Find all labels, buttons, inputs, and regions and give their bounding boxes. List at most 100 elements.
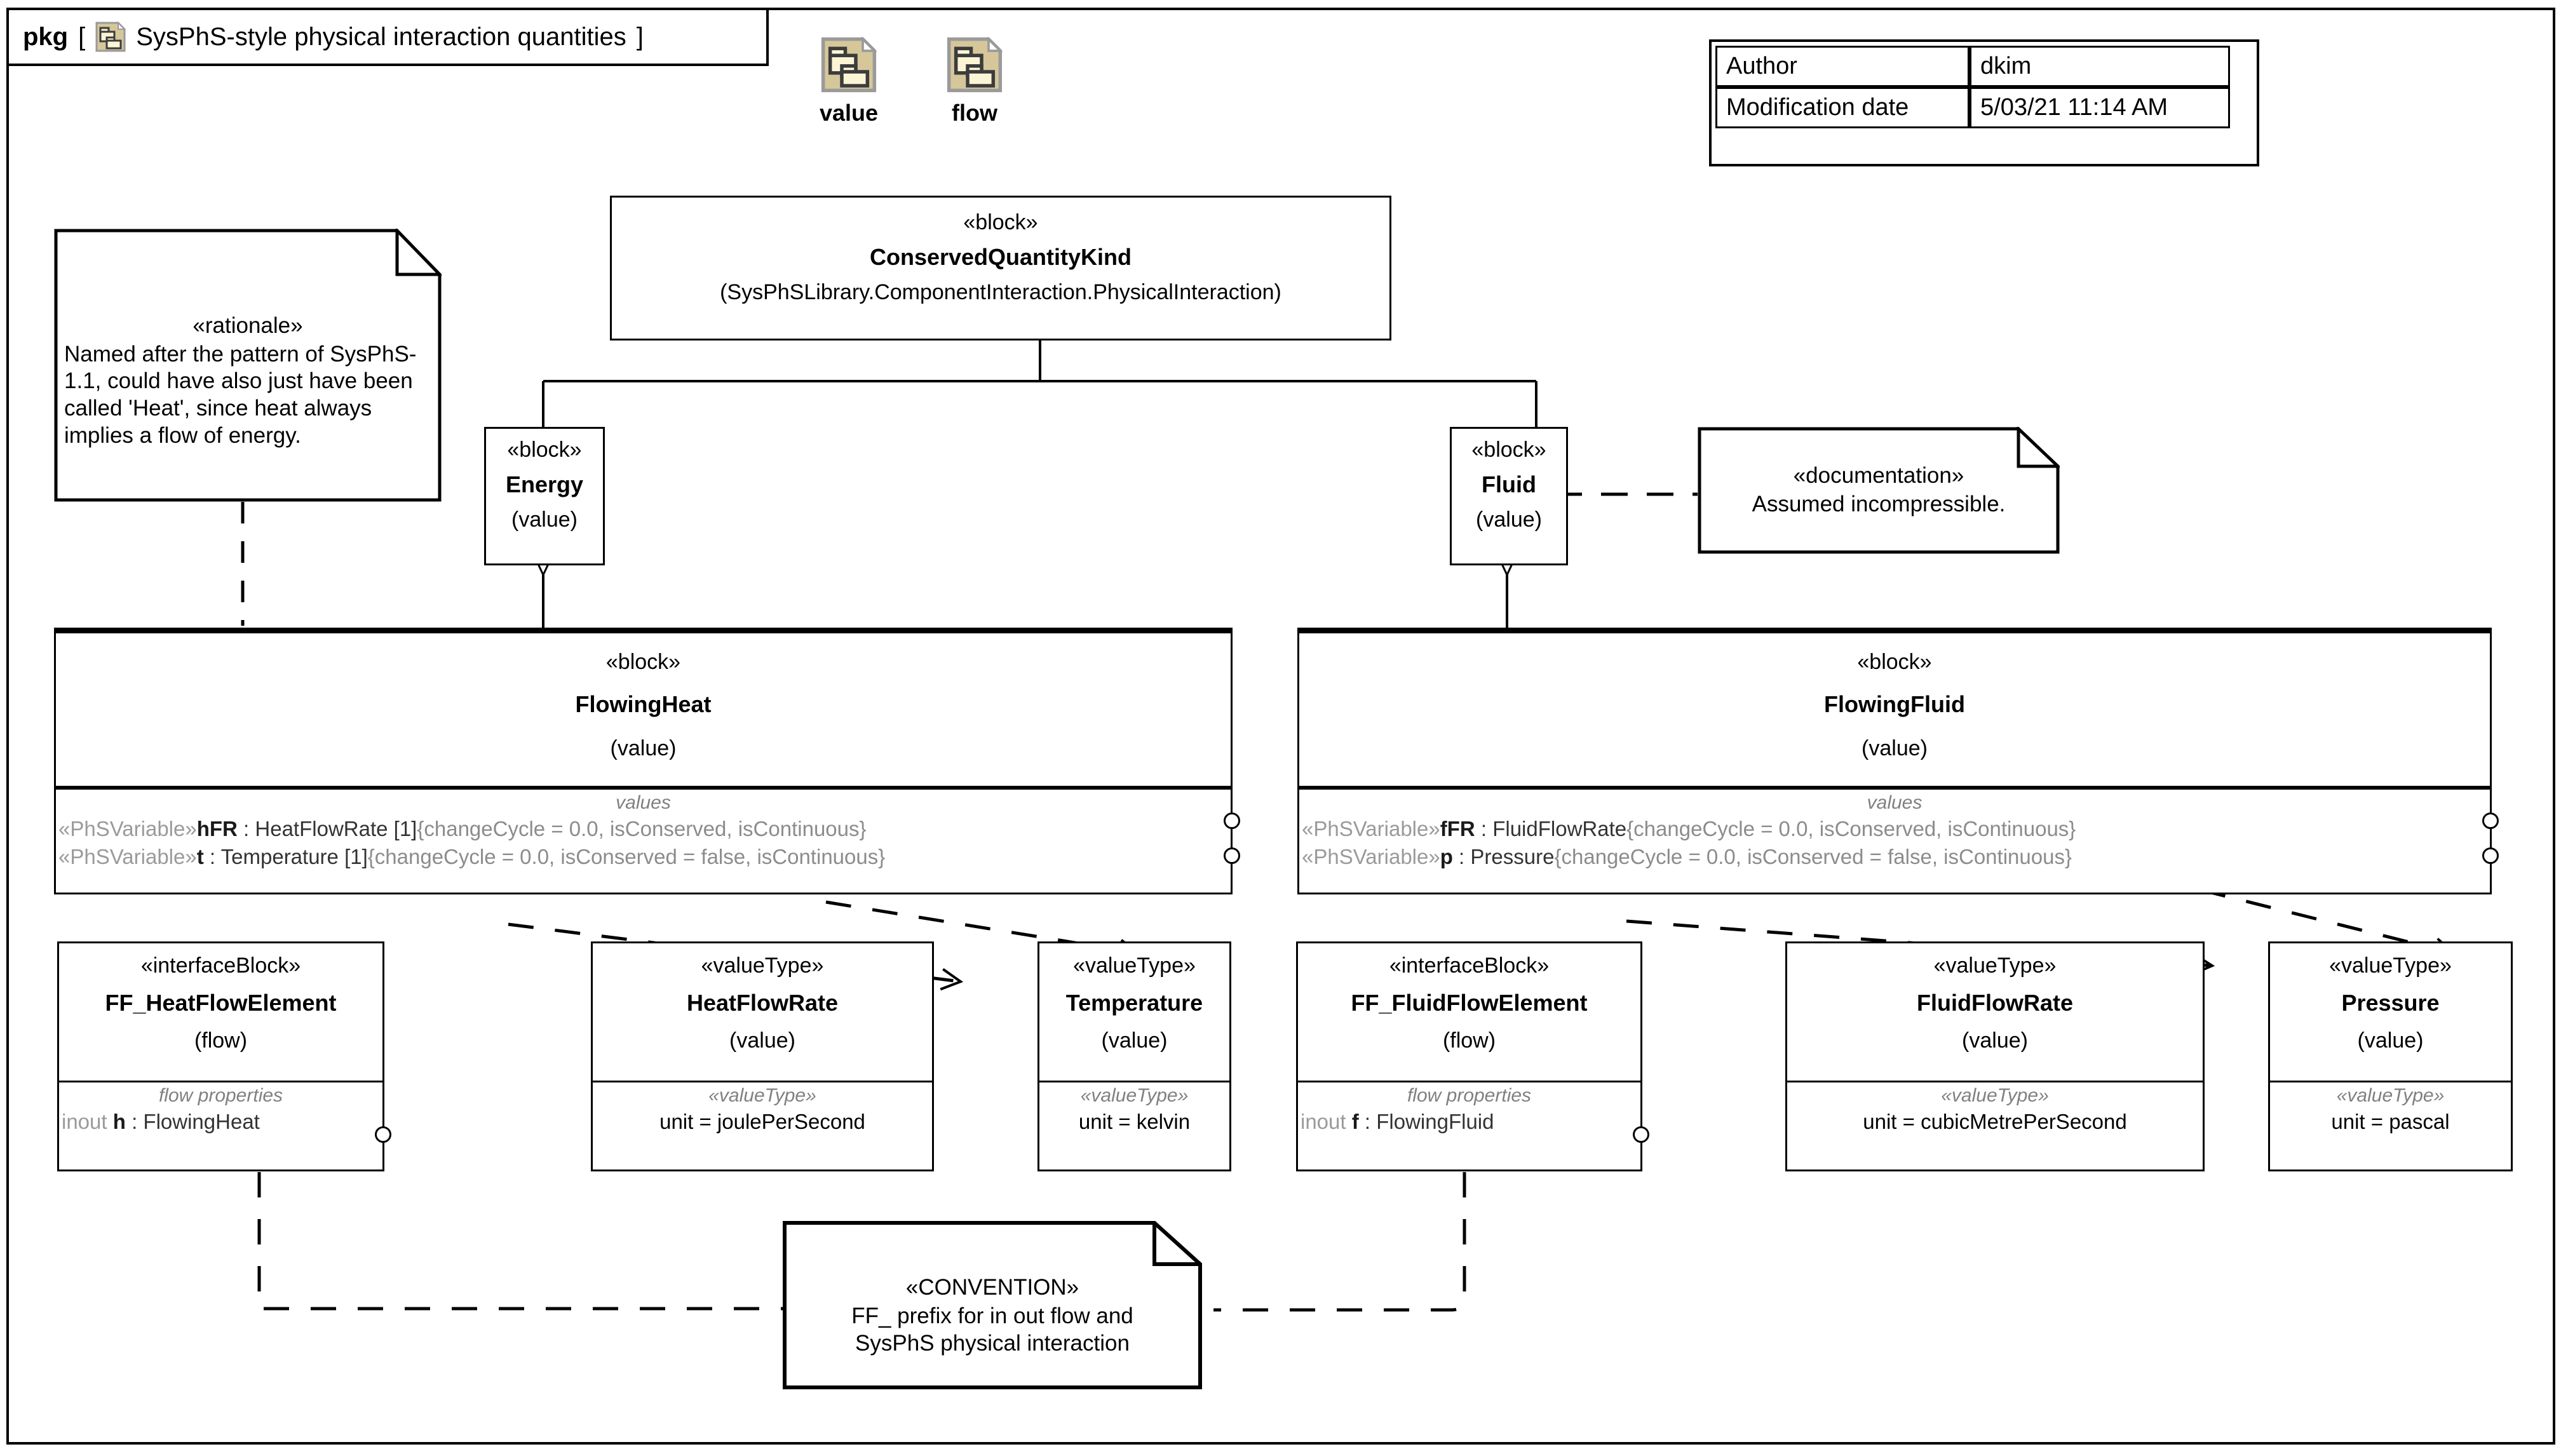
block-qualified-name: (value) [1101, 1028, 1168, 1053]
value-property-p[interactable]: «PhSVariable»p : Pressure{changeCycle = … [1299, 843, 2490, 871]
value-property-t[interactable]: «PhSVariable»t : Temperature [1]{changeC… [56, 843, 1231, 871]
block-name: ConservedQuantityKind [869, 243, 1132, 270]
flow-property-port-icon [1633, 1126, 1649, 1143]
table-row: Modification date 5/03/21 11:14 AM [1715, 87, 2253, 128]
block-flowing-fluid[interactable]: «block» FlowingFluid (value) values «PhS… [1297, 628, 2499, 894]
value-type-pressure[interactable]: «valueType» Pressure (value) «valueType»… [2268, 941, 2513, 1171]
property-separator: : [1452, 844, 1471, 868]
block-header: «block» Fluid (value) [1452, 429, 1566, 541]
unit-value: unit = kelvin [1078, 1110, 1191, 1133]
value-type-temperature[interactable]: «valueType» Temperature (value) «valueTy… [1037, 941, 1231, 1171]
flow-property-h[interactable]: inout h : FlowingHeat [59, 1108, 382, 1136]
legend-item-value: value [820, 36, 879, 126]
legend-item-flow: flow [947, 36, 1003, 126]
flow-property-direction: inout [1301, 1110, 1352, 1133]
value-property-hfr[interactable]: «PhSVariable»hFR : HeatFlowRate [1]{chan… [56, 815, 1231, 843]
flow-property-type: FlowingFluid [1376, 1110, 1494, 1133]
block-stereotype: «interfaceBlock» [1389, 954, 1550, 978]
rationale-note-text: Named after the pattern of SysPhS-1.1, c… [64, 341, 417, 448]
property-type: Temperature [220, 844, 339, 868]
value-type-fluid-flow-rate[interactable]: «valueType» FluidFlowRate (value) «value… [1785, 941, 2205, 1171]
documentation-note-text: Assumed incompressible. [1752, 491, 2006, 516]
block-stereotype: «valueType» [1933, 954, 2057, 978]
documentation-note: «documentation» Assumed incompressible. [1698, 427, 2060, 554]
rationale-note: «rationale» Named after the pattern of S… [54, 229, 442, 502]
flow-property-separator: : [125, 1110, 144, 1133]
compartment-title: values [1867, 792, 1923, 813]
property-constraints: {changeCycle = 0.0, isConserved = false,… [1554, 844, 2072, 868]
property-multiplicity: [1] [388, 817, 417, 840]
block-energy[interactable]: «block» Energy (value) [484, 427, 605, 565]
block-ff-fluid-flow-element[interactable]: «interfaceBlock» FF_FluidFlowElement (fl… [1296, 941, 1649, 1171]
block-qualified-name: (flow) [1442, 1028, 1496, 1053]
block-name: FluidFlowRate [1917, 989, 2073, 1016]
package-icon [821, 36, 877, 96]
property-separator: : [203, 844, 221, 868]
rationale-note-stereotype: «rationale» [193, 313, 303, 338]
block-qualified-name: (flow) [194, 1028, 248, 1053]
block-name: FF_HeatFlowElement [105, 989, 337, 1016]
rationale-note-content: «rationale» Named after the pattern of S… [54, 229, 442, 502]
metadata-value-author: dkim [1970, 46, 2230, 87]
property-constraints: {changeCycle = 0.0, isConserved = false,… [367, 844, 886, 868]
legend-label-value: value [820, 100, 879, 126]
block-header: «block» ConservedQuantityKind (SysPhSLib… [612, 198, 1389, 314]
block-stereotype: «block» [963, 210, 1038, 234]
compartment-title: «valueType» [2336, 1085, 2445, 1106]
property-name: hFR [196, 817, 238, 840]
property-name: p [1440, 844, 1453, 868]
block-conserved-quantity-kind[interactable]: «block» ConservedQuantityKind (SysPhSLib… [610, 196, 1391, 340]
bracket-close: ] [636, 22, 644, 51]
block-header: «valueType» Pressure (value) [2270, 943, 2511, 1081]
compartment-title: flow properties [158, 1085, 283, 1106]
bracket-open: [ [78, 22, 86, 51]
property-separator: : [237, 817, 255, 840]
block-flowing-heat[interactable]: «block» FlowingHeat (value) values «PhSV… [54, 628, 1240, 894]
legend-label-flow: flow [952, 100, 997, 126]
block-qualified-name: (value) [729, 1028, 795, 1053]
package-icon [95, 21, 126, 52]
value-property-ffr[interactable]: «PhSVariable»fFR : FluidFlowRate{changeC… [1299, 815, 2490, 843]
block-stereotype: «valueType» [701, 954, 824, 978]
convention-note-line-1: FF_ prefix for in out flow and [851, 1303, 1133, 1328]
value-type-heat-flow-rate[interactable]: «valueType» HeatFlowRate (value) «valueT… [591, 941, 934, 1171]
package-kind-label: pkg [23, 22, 69, 51]
block-stereotype: «valueType» [1073, 954, 1196, 978]
property-port-icon [1224, 847, 1240, 864]
flow-property-name: f [1351, 1110, 1359, 1133]
property-port-icon [2482, 847, 2499, 864]
unit-value: unit = joulePerSecond [659, 1110, 865, 1133]
convention-note-content: «CONVENTION» FF_ prefix for in out flow … [783, 1221, 1202, 1389]
block-header: «block» Energy (value) [486, 429, 603, 541]
value-type-compartment: «valueType» unit = joulePerSecond [593, 1081, 932, 1136]
block-fluid[interactable]: «block» Fluid (value) [1450, 427, 1568, 565]
block-header: «valueType» HeatFlowRate (value) [593, 943, 932, 1081]
property-stereotype: «PhSVariable» [58, 817, 197, 840]
flow-properties-compartment: flow properties inout f : FlowingFluid [1298, 1081, 1640, 1136]
block-name: Temperature [1065, 989, 1203, 1016]
convention-note: «CONVENTION» FF_ prefix for in out flow … [783, 1221, 1202, 1389]
compartment-title: «valueType» [708, 1085, 816, 1106]
property-constraints: {changeCycle = 0.0, isConserved, isConti… [1626, 817, 2076, 840]
block-name: FlowingHeat [575, 691, 712, 717]
block-ff-heat-flow-element[interactable]: «interfaceBlock» FF_HeatFlowElement (flo… [57, 941, 391, 1171]
flow-property-name: h [112, 1110, 126, 1133]
block-header: «interfaceBlock» FF_FluidFlowElement (fl… [1298, 943, 1640, 1081]
property-separator: : [1475, 817, 1493, 840]
block-stereotype: «block» [605, 650, 681, 674]
metadata-value-modification-date: 5/03/21 11:14 AM [1970, 87, 2230, 128]
property-stereotype: «PhSVariable» [1302, 844, 1440, 868]
flow-property-f[interactable]: inout f : FlowingFluid [1298, 1108, 1640, 1136]
block-stereotype: «valueType» [2329, 954, 2452, 978]
block-qualified-name: (value) [2357, 1028, 2424, 1053]
block-header: «interfaceBlock» FF_HeatFlowElement (flo… [59, 943, 382, 1081]
metadata-key-author: Author [1715, 46, 1970, 87]
compartment-title: «valueType» [1080, 1085, 1189, 1106]
block-name: Energy [505, 471, 584, 497]
metadata-key-modification-date: Modification date [1715, 87, 1970, 128]
value-type-compartment: «valueType» unit = kelvin [1039, 1081, 1229, 1136]
value-type-compartment: «valueType» unit = pascal [2270, 1081, 2511, 1136]
block-name: FlowingFluid [1824, 691, 1965, 717]
block-header: «valueType» Temperature (value) [1039, 943, 1229, 1081]
